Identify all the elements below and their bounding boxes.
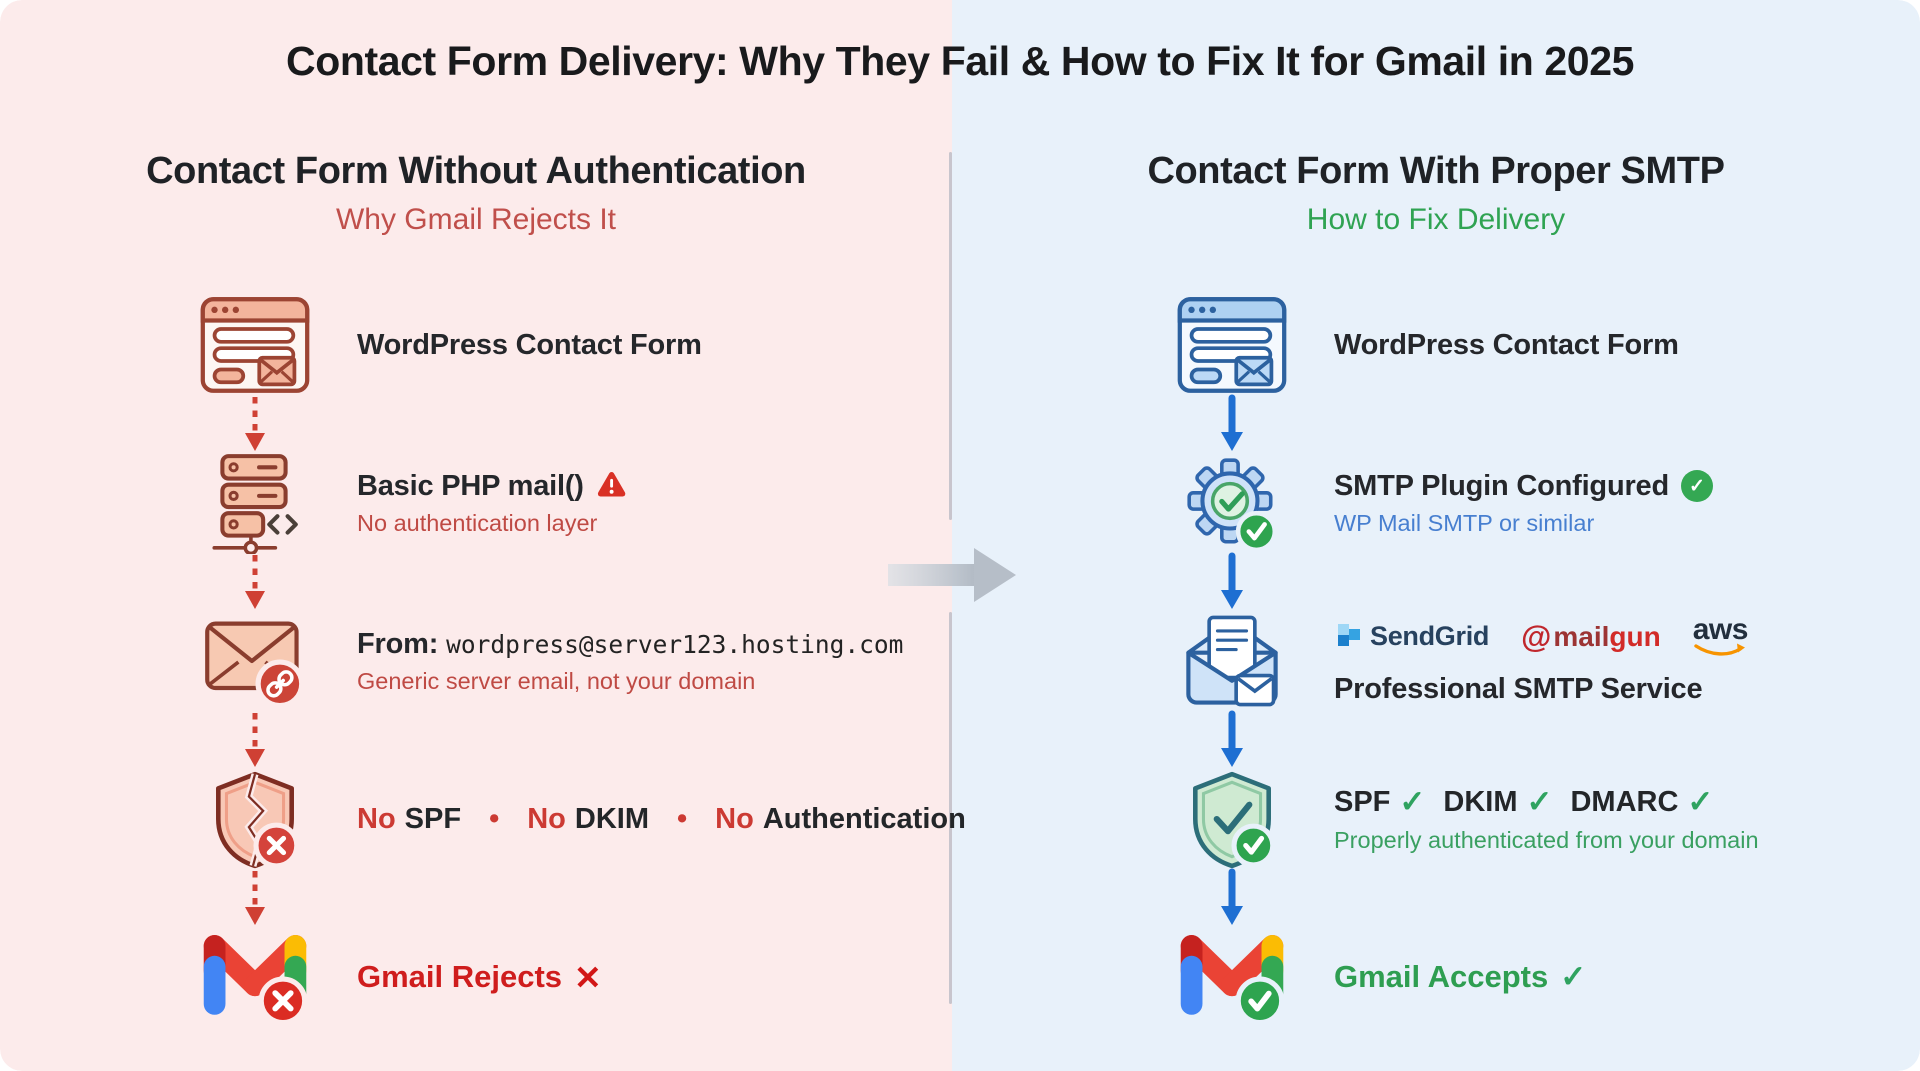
solid-arrow-icon	[1142, 710, 1322, 770]
dashed-arrow-icon	[165, 711, 345, 769]
dashed-arrow-icon	[165, 869, 345, 927]
from-prefix: From:	[357, 627, 439, 660]
sendgrid-logo: SendGrid	[1334, 621, 1489, 652]
dashed-arrow-icon	[165, 553, 345, 611]
no-word: No	[715, 802, 754, 835]
gmail-accepts-label: Gmail Accepts	[1334, 959, 1549, 994]
step-smtp-plugin: SMTP Plugin Configured ✓ WP Mail SMTP or…	[952, 456, 1920, 553]
flow-gap	[0, 708, 952, 772]
flow-gap	[952, 708, 1920, 772]
step-subtext: Properly authenticated from your domain	[1334, 827, 1759, 853]
right-heading: Contact Form With Proper SMTP	[1147, 150, 1725, 192]
flow-gap	[0, 550, 952, 614]
authentication-word: Authentication	[762, 802, 966, 835]
no-auth-line: No SPF • No DKIM • No Authentication	[357, 803, 966, 836]
warning-icon	[596, 470, 627, 503]
right-subheading: How to Fix Delivery	[1306, 203, 1566, 236]
step-gmail-rejects: Gmail Rejects ✕	[0, 929, 952, 1025]
auth-records-line: SPF ✓ DKIM ✓ DMARC ✓	[1334, 784, 1759, 820]
check-icon: ✓	[1687, 784, 1714, 819]
step-gmail-accepts: Gmail Accepts ✓	[952, 929, 1920, 1025]
step-label: SMTP Plugin Configured	[1334, 469, 1669, 502]
step-subtext: Generic server email, not your domain	[357, 667, 756, 694]
page-title: Contact Form Delivery: Why They Fail & H…	[285, 38, 1635, 84]
step-subtext: No authentication layer	[357, 509, 598, 536]
step-wordpress-form-left: WordPress Contact Form	[0, 296, 952, 394]
panel-with-smtp	[952, 0, 1920, 1071]
right-flow: WordPress Contact Form	[952, 296, 1920, 1025]
step-label: WordPress Contact Form	[1334, 328, 1679, 361]
mailgun-at-icon: @	[1521, 618, 1552, 654]
gmail-logo-accepted-icon	[1142, 929, 1322, 1025]
spf-word: SPF	[1334, 785, 1391, 818]
broken-shield-icon	[165, 768, 345, 870]
dmarc-word: DMARC	[1570, 785, 1679, 818]
gear-check-icon	[1142, 452, 1322, 554]
dkim-word: DKIM	[1443, 785, 1518, 818]
right-panel-header: Contact Form With Proper SMTP How to Fix…	[952, 150, 1920, 237]
browser-form-icon-blue	[1142, 296, 1322, 394]
flow-gap	[0, 392, 952, 456]
check-icon: ✓	[1560, 959, 1587, 994]
no-word: No	[527, 802, 566, 835]
step-wordpress-form-right: WordPress Contact Form	[952, 296, 1920, 394]
panel-without-auth	[0, 0, 952, 1071]
dkim-word: DKIM	[574, 802, 650, 835]
solid-arrow-icon	[1142, 394, 1322, 454]
dashed-arrow-icon	[165, 395, 345, 453]
step-generic-from: From: wordpress@server123.hosting.com Ge…	[0, 611, 952, 711]
step-label: Basic PHP mail()	[357, 469, 584, 502]
sendgrid-mark-icon	[1338, 623, 1360, 646]
left-flow: WordPress Contact Form	[0, 296, 966, 1025]
flow-gap	[0, 866, 952, 930]
flow-gap	[952, 866, 1920, 930]
bullet-separator: •	[489, 802, 500, 835]
aws-logo: aws	[1693, 614, 1748, 657]
flow-gap	[952, 550, 1920, 614]
smtp-envelope-icon	[1142, 609, 1322, 713]
transition-arrow-icon	[886, 542, 1020, 613]
cross-icon: ✕	[574, 958, 602, 996]
panel-divider-top	[949, 152, 952, 520]
left-subheading: Why Gmail Rejects It	[335, 203, 617, 236]
shield-check-icon	[1142, 768, 1322, 870]
check-icon: ✓	[1526, 784, 1553, 819]
solid-arrow-icon	[1142, 868, 1322, 928]
gmail-logo-rejected-icon	[165, 929, 345, 1025]
step-php-mail: Basic PHP mail() No authentication layer	[0, 454, 952, 554]
aws-swoosh-icon	[1694, 643, 1746, 656]
bullet-separator: •	[677, 802, 688, 835]
step-authenticated: SPF ✓ DKIM ✓ DMARC ✓ Properly authentica…	[952, 771, 1920, 869]
solid-arrow-icon	[1142, 552, 1322, 612]
envelope-link-icon	[165, 611, 345, 711]
no-word: No	[357, 802, 396, 835]
spf-word: SPF	[404, 802, 462, 835]
left-heading: Contact Form Without Authentication	[146, 150, 806, 192]
check-icon: ✓	[1399, 784, 1426, 819]
browser-form-icon	[165, 296, 345, 394]
step-label: Professional SMTP Service	[1334, 672, 1703, 705]
flow-gap	[952, 392, 1920, 456]
server-icon	[165, 452, 345, 554]
left-panel-header: Contact Form Without Authentication Why …	[0, 150, 952, 237]
step-subtext: WP Mail SMTP or similar	[1334, 509, 1595, 536]
generic-email-address: wordpress@server123.hosting.com	[446, 629, 904, 659]
panel-divider-bottom	[949, 612, 952, 1004]
check-badge-icon: ✓	[1681, 470, 1713, 502]
gmail-rejects-label: Gmail Rejects	[357, 959, 563, 994]
step-label: WordPress Contact Form	[357, 328, 702, 361]
step-no-auth: No SPF • No DKIM • No Authentication	[0, 771, 966, 869]
